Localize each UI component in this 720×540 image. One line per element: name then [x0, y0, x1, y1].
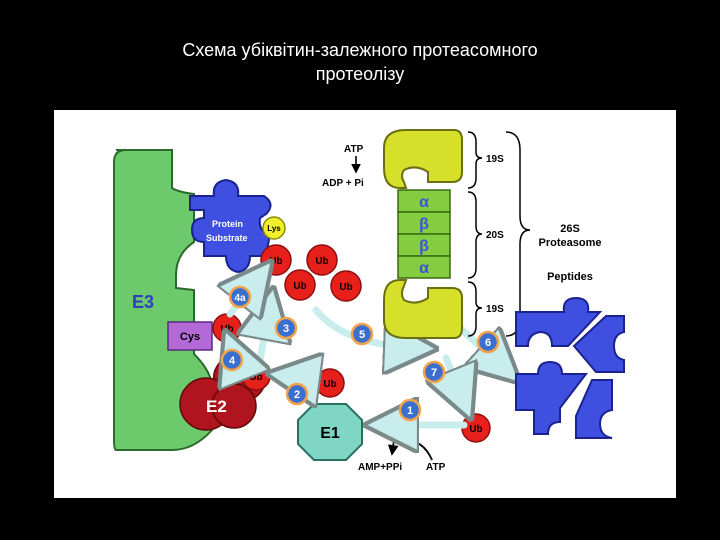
step-6-label: 6 [485, 337, 491, 349]
ubiquitin-4 [330, 270, 362, 302]
brace-20s [467, 191, 483, 279]
brace-26s [505, 131, 531, 337]
step-badge-3 [274, 316, 298, 340]
protein-label: Protein [212, 219, 243, 229]
sub19s-top-label: 19S [486, 154, 504, 165]
proteasome-core-20s: α β β α [397, 189, 451, 279]
lys-label: Lys [267, 224, 281, 233]
ub-label-free: Ub [469, 424, 482, 435]
alpha-top-label: α [419, 194, 429, 211]
arrow-step-7 [446, 354, 464, 402]
step-badge-4 [220, 348, 244, 372]
proteasome-word-label: Proteasome [539, 237, 602, 249]
page-title: Схема убіквітин-залежного протеасомного … [0, 38, 720, 86]
beta-bottom-label: β [419, 238, 429, 255]
step-7-label: 7 [431, 367, 437, 379]
e2-label: E2 [206, 397, 227, 416]
step-2-label: 2 [294, 389, 300, 401]
step-badges: 1 2 3 4 4a 5 6 7 [220, 285, 500, 422]
ub-label-1: Ub [269, 256, 282, 267]
ub-label-4: Ub [339, 282, 352, 293]
alpha-bottom-label: α [419, 260, 429, 277]
atp-bottom-label: ATP [426, 462, 446, 473]
sub20s-label: 20S [486, 230, 504, 241]
substrate-label: Substrate [206, 233, 248, 243]
arrow-step-3 [260, 306, 270, 364]
proteasome-26s-label: 26S [560, 223, 580, 235]
arrow-step-2 [286, 376, 316, 380]
peptide-fragments [515, 296, 625, 439]
title-line-2: протеолізу [315, 64, 405, 84]
e3-label: E3 [132, 292, 154, 312]
peptide-fragment-top [515, 296, 603, 347]
step-badge-7 [422, 360, 446, 384]
step-badge-2 [285, 382, 309, 406]
e1-label: E1 [320, 425, 340, 442]
ub-label-2: Ub [315, 256, 328, 267]
step-5-label: 5 [359, 329, 365, 341]
diagram-panel: E3 Protein Substrate Lys Ub Ub Ub Ub Cys… [54, 110, 676, 498]
polyubiquitin-chain: Ub Ub Ub Ub [260, 244, 362, 302]
title-line-1: Схема убіквітин-залежного протеасомного [182, 40, 538, 60]
proteasome-cap-bottom [383, 279, 463, 339]
amp-ppi-label: AMP+PPi [358, 462, 402, 473]
ubiquitin-pathway-diagram: E3 Protein Substrate Lys Ub Ub Ub Ub Cys… [113, 129, 625, 473]
ub-label-e2: Ub [249, 372, 262, 383]
proteasome-cap-top [383, 129, 463, 189]
pathway-arrows [230, 276, 506, 425]
core-ring-alpha-bottom [397, 255, 451, 279]
step-4-label: 4 [229, 355, 236, 367]
sub19s-bottom-label: 19S [486, 304, 504, 315]
step-badge-4a [228, 285, 252, 309]
step-badge-5 [350, 322, 374, 346]
peptide-fragment-middle [572, 315, 625, 373]
ub-label-3: Ub [293, 281, 306, 292]
step-3-label: 3 [283, 323, 289, 335]
adp-pi-label: ADP + Pi [322, 178, 364, 189]
brace-19s-bottom [467, 281, 483, 337]
step-4a-label: 4a [234, 293, 246, 304]
ub-label-e1: Ub [323, 379, 336, 390]
step-badge-6 [476, 330, 500, 354]
peptides-label: Peptides [547, 271, 593, 283]
step-1-label: 1 [407, 405, 413, 417]
peptide-fragment-bottom [515, 360, 589, 435]
e1-enzyme [297, 403, 363, 461]
ub-label-e3: Ub [220, 324, 233, 335]
lys-residue [262, 216, 286, 240]
atp-hydrolysis-arrow [387, 438, 433, 461]
beta-top-label: β [419, 216, 429, 233]
step-badge-1 [398, 398, 422, 422]
ubiquitin-2 [306, 244, 338, 276]
brace-19s-top [467, 131, 483, 189]
atp-top-label: ATP [344, 144, 364, 155]
peptide-fragment-right [575, 379, 613, 439]
cys-label: Cys [180, 331, 200, 343]
cys-box [167, 321, 213, 351]
